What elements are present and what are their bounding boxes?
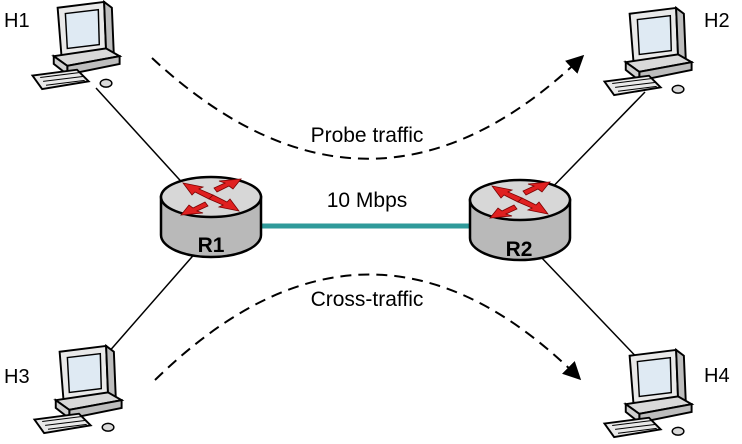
host-h4-label: H4: [704, 365, 730, 387]
computer-icon: [31, 0, 121, 91]
host-h1-label: H1: [4, 10, 30, 32]
host-h2: H2: [603, 6, 730, 97]
host-h3-label: H3: [4, 366, 30, 388]
router-r1-label: R1: [198, 234, 225, 257]
cross-traffic-label: Cross-traffic: [311, 288, 424, 311]
router-r1: R1: [159, 175, 263, 259]
bottleneck-link-label: 10 Mbps: [327, 189, 408, 212]
computer-icon: [603, 6, 693, 97]
computer-icon: [603, 348, 693, 439]
probe-traffic-arrow: [151, 54, 585, 160]
host-h2-label: H2: [704, 10, 730, 32]
cross-traffic-arrow: [154, 273, 582, 381]
host-h3: H3: [4, 344, 123, 435]
host-h4: H4: [603, 348, 730, 439]
link-h4-r2: [539, 255, 646, 367]
host-h1: H1: [4, 0, 121, 91]
link-h3-r1: [99, 249, 199, 363]
router-r2: R2: [468, 178, 572, 262]
computer-icon: [33, 344, 123, 435]
probe-traffic-label: Probe traffic: [311, 124, 424, 147]
router-r2-label: R2: [506, 238, 533, 261]
link-h2-r2: [539, 91, 646, 201]
